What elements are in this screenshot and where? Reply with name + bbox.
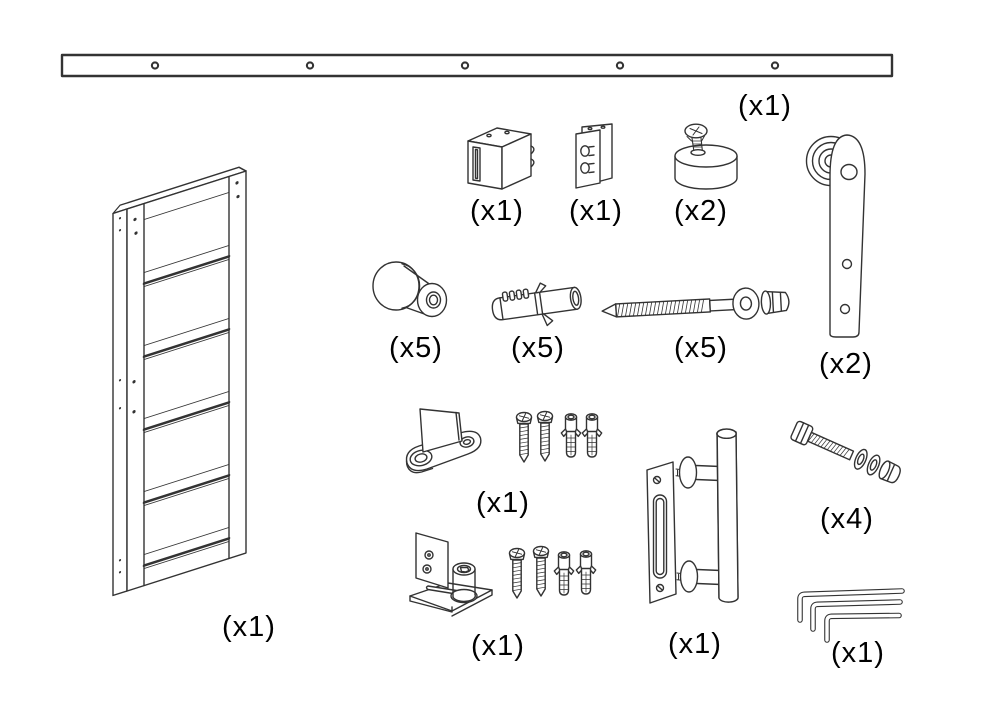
door-stop-qty-label: (x2) [674,195,728,227]
rail-qty-label: (x1) [738,90,792,122]
standoff-spacer-qty-label: (x5) [389,332,443,364]
lag-screw-illustration [601,287,790,320]
roller-hanger-illustration [805,134,866,338]
guide-block-illustration [467,127,535,190]
door-stop-illustration [674,123,738,190]
spacer-block-qty-label: (x1) [569,195,623,227]
wall-anchor-illustration [491,282,582,327]
hex-keys-qty-label: (x1) [831,637,885,669]
floor-guide-fixed-kit [405,408,603,474]
floor-guide-fixed-qty-label: (x1) [476,487,530,519]
lag-screw-qty-label: (x5) [674,332,728,364]
floor-guide-adjustable-kit [409,532,597,617]
hex-keys-illustration [797,588,905,643]
guide-block-qty-label: (x1) [470,195,524,227]
roller-hanger-qty-label: (x2) [819,348,873,380]
floor-guide-adjustable-qty-label: (x1) [471,630,525,662]
wall-anchor-qty-label: (x5) [511,332,565,364]
standoff-spacer-illustration [372,261,448,318]
door-qty-label: (x1) [222,611,276,643]
door-handle-qty-label: (x1) [668,628,722,660]
door-illustration [112,166,247,597]
hex-bolt-set-qty-label: (x4) [820,503,874,535]
rail-illustration [60,53,894,78]
door-handle-illustration [646,428,739,604]
spacer-block-illustration [575,123,613,189]
hex-bolt-set-illustration [790,420,901,484]
